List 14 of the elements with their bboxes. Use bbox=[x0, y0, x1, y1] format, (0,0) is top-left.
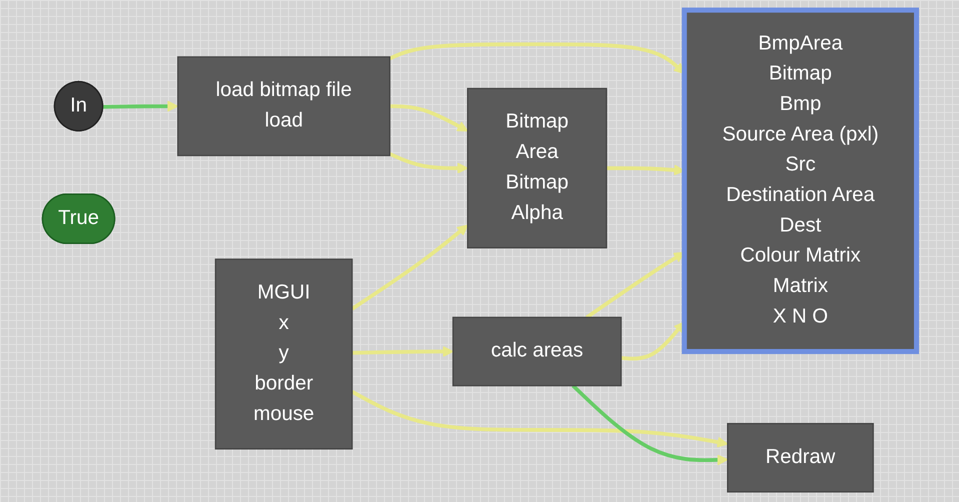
arrow bbox=[389, 152, 468, 174]
node-box: BmpArea Bitmap Bmp Source Area (pxl) Src Destination Area Dest Colour Matrix Matrix X N O bbox=[682, 8, 920, 354]
arrow bbox=[390, 104, 468, 132]
arrow bbox=[103, 100, 178, 112]
node-box: calc areas bbox=[452, 316, 622, 386]
arrow bbox=[351, 390, 728, 448]
node-box: MGUI x y border mouse bbox=[214, 258, 353, 450]
arrow bbox=[351, 224, 468, 310]
arrow bbox=[352, 346, 454, 358]
node-box: Redraw bbox=[727, 422, 874, 493]
node-box: load bitmap file load bbox=[177, 56, 390, 156]
arrow bbox=[389, 42, 685, 74]
node-box: Bitmap Area Bitmap Alpha bbox=[467, 88, 608, 248]
arrow bbox=[572, 384, 728, 466]
